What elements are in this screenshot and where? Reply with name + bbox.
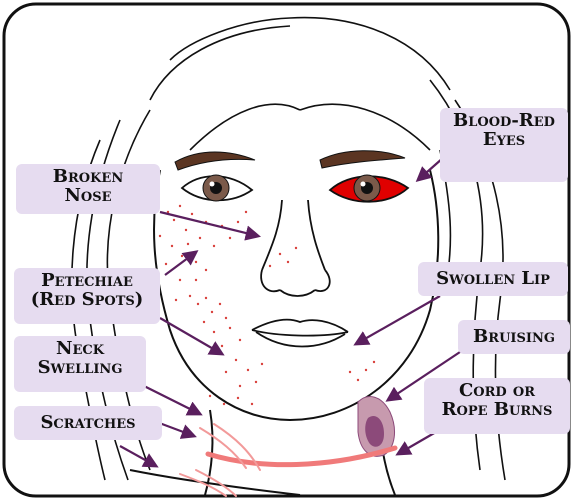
label-broken-nose: Broken Nose [16,164,160,214]
label-petechiae: Petechiae (Red Spots) [14,268,160,324]
label-neck-swelling: Neck Swelling [14,336,146,392]
label-cord-rope-burns: Cord or Rope Burns [424,378,570,434]
label-scratches: Scratches [14,406,162,440]
label-blood-red-eyes: Blood-Red Eyes [440,108,568,182]
label-swollen-lip: Swollen Lip [418,262,568,296]
label-bruising: Bruising [458,320,570,354]
